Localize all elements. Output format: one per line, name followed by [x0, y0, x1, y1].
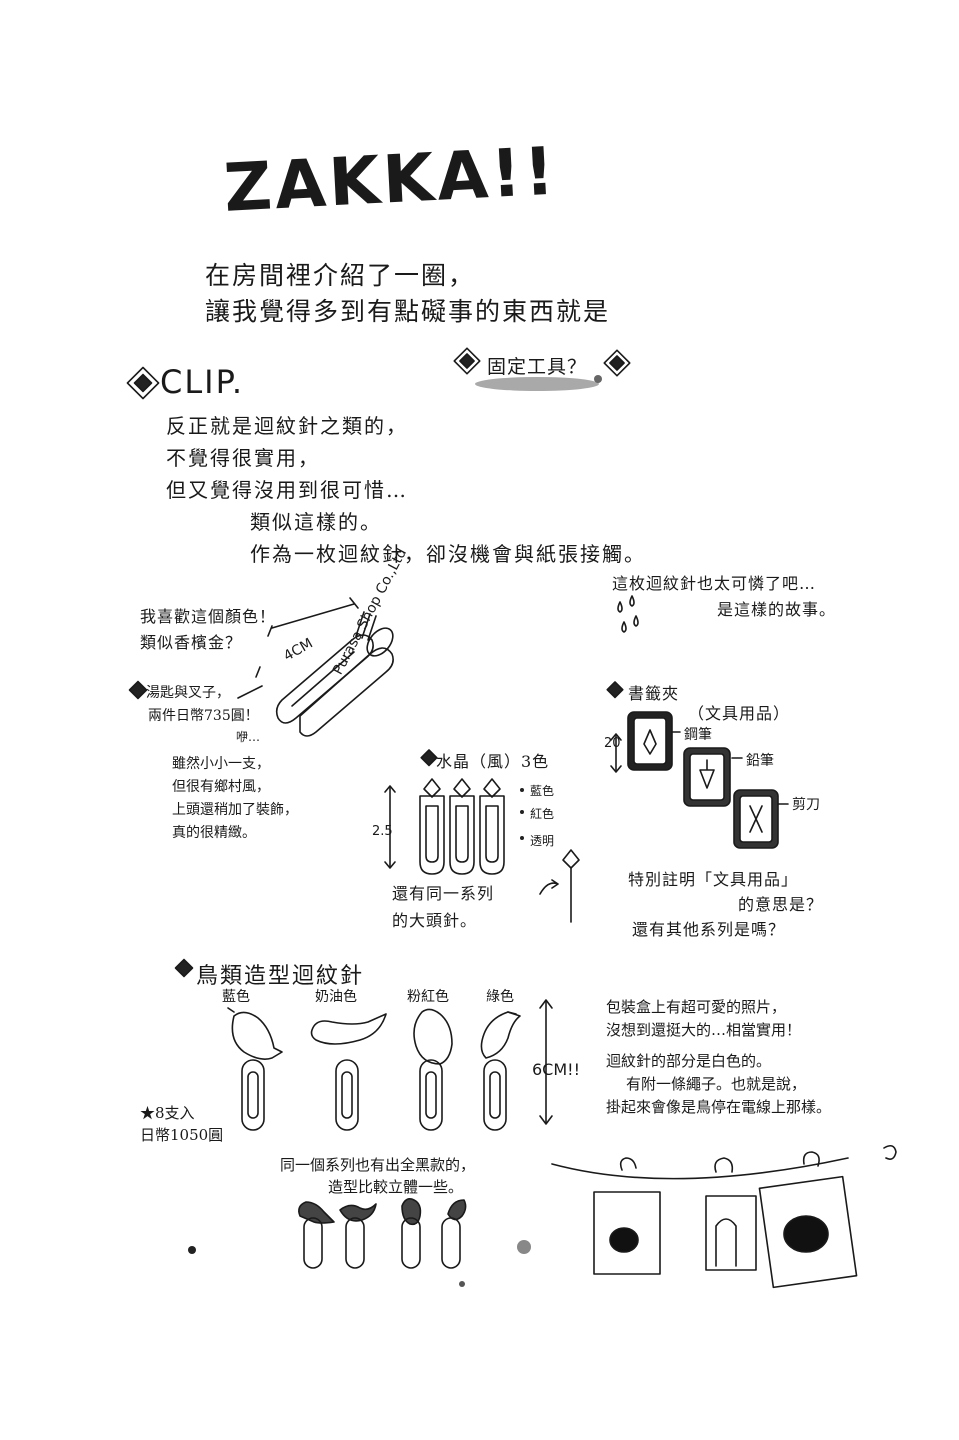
clip-paragraph: 反正就是迴紋針之類的， 不覺得很實用， 但又覺得沒用到很可惜… 類似這樣的。 作…	[166, 410, 646, 570]
bookmark-clip-drawing	[610, 711, 789, 849]
spoon-fork-desc-3: 上頭還稍加了裝飾，	[172, 802, 298, 818]
bird-color-pink: 粉紅色	[407, 989, 449, 1005]
crystal-color-blue: 藍色	[530, 784, 555, 798]
diamond-icon	[174, 958, 194, 978]
clip-line-3: 但又覺得沒用到很可惜…	[166, 478, 408, 502]
bookmark-item-pencil: 鉛筆	[746, 753, 774, 769]
spoon-fork-desc: 雖然小小一支， 但很有鄉村風， 上頭還稍加了裝飾， 真的很精緻。	[172, 753, 298, 845]
bird-color-green: 綠色	[486, 989, 514, 1005]
diamond-icon	[603, 349, 631, 377]
spoon-fork-desc-1: 雖然小小一支，	[172, 756, 270, 772]
black-bird-clip-drawing	[303, 1217, 461, 1269]
birds-count: ★8支入	[140, 1104, 195, 1122]
diamond-icon	[128, 680, 148, 700]
clip-line-1: 反正就是迴紋針之類的，	[166, 414, 408, 438]
clip-heading: CLIP.	[160, 363, 245, 401]
crystal-note: 還有同一系列 的大頭針。	[392, 880, 494, 934]
clip-line-5: 作為一枚迴紋針，卻沒機會與紙張接觸。	[250, 542, 646, 566]
birds-price: 日幣1050圓	[140, 1126, 224, 1144]
smudge-shape	[475, 377, 599, 391]
birds-title: 鳥類造型迴紋針	[196, 964, 365, 989]
pity-note-1: 這枚迴紋針也太可憐了吧…	[612, 574, 817, 593]
bookmark-item-scissors: 剪刀	[792, 797, 820, 813]
black-birds-note: 同一個系列也有出全黑款的， 造型比較立體一些。	[280, 1154, 475, 1198]
fixing-tools-label: 固定工具？	[487, 356, 588, 378]
black-bird-clip-drawing	[298, 1198, 467, 1226]
clip-line-4: 類似這樣的。	[250, 510, 382, 534]
intro-text: 在房間裡介紹了一圈， 讓我覺得多到有點礙事的東西就是	[205, 258, 610, 330]
birds-note-3: 迴紋針的部分是白色的。	[606, 1052, 772, 1070]
bird-color-cream: 奶油色	[315, 989, 357, 1005]
spoon-fork-label: 湯匙與叉子，	[146, 685, 230, 701]
arrow-icon	[237, 685, 263, 699]
birds-note-4: 有附一條繩子。也就是說，	[626, 1075, 807, 1093]
crystal-color-red: 紅色	[530, 807, 555, 821]
bookmark-subtitle: （文具用品）	[688, 704, 791, 723]
intro-line-1: 在房間裡介紹了一圈，	[205, 261, 476, 290]
crystal-color-clear: 透明	[530, 834, 555, 848]
bookmark-item-pen: 鋼筆	[684, 727, 712, 743]
diamond-icon	[453, 347, 481, 375]
bird-color-blue: 藍色	[222, 989, 250, 1005]
crystal-note-1: 還有同一系列	[392, 884, 495, 903]
intro-line-2: 讓我覺得多到有點礙事的東西就是	[205, 297, 611, 326]
spoon-fork-desc-4: 真的很精緻。	[172, 825, 256, 841]
crystal-size: 2.5	[372, 824, 393, 839]
diamond-icon	[126, 366, 160, 400]
black-birds-note-2: 造型比較立體一些。	[328, 1178, 464, 1196]
crystal-note-2: 的大頭針。	[392, 911, 478, 930]
color-note-line-2: 類似香檳金？	[140, 633, 243, 652]
bookmark-note-1: 特別註明「文具用品」	[628, 870, 799, 889]
color-note: 我喜歡這個顏色！ 類似香檳金？	[140, 604, 276, 656]
birds-note-5: 掛起來會像是鳥停在電線上那樣。	[606, 1098, 832, 1116]
pity-note-2: 是這樣的故事。	[717, 600, 837, 619]
spoon-fork-sigh: 咿…	[236, 730, 261, 744]
sweat-drops-icon	[617, 595, 639, 633]
birds-size: 6CM!!	[532, 1060, 580, 1079]
crystal-clip-drawing	[384, 778, 580, 923]
black-birds-note-1: 同一個系列也有出全黑款的，	[280, 1156, 476, 1174]
bird-clip-drawing	[227, 999, 553, 1131]
bookmark-note-2: 的意思是？	[738, 895, 824, 914]
bookmark-note-3: 還有其他系列是嗎？	[632, 920, 786, 939]
clip-line-2: 不覺得很實用，	[166, 446, 320, 470]
spoon-fork-clip-drawing	[255, 597, 394, 737]
diamond-icon	[420, 749, 438, 767]
crystal-title: 水晶（風）3色	[436, 752, 550, 771]
spoon-fork-price: 兩件日幣735圓！	[148, 708, 259, 724]
birds-note: 包裝盒上有超可愛的照片， 沒想到還挺大的…相當實用！ 迴紋針的部分是白色的。 有…	[606, 996, 831, 1119]
wire-drawing	[551, 1144, 897, 1289]
bookmark-title: 書籤夾	[628, 684, 680, 703]
birds-note-1: 包裝盒上有超可愛的照片，	[606, 998, 787, 1016]
diamond-icon	[606, 681, 624, 699]
color-note-line-1: 我喜歡這個顏色！	[140, 607, 277, 626]
birds-note-2: 沒想到還挺大的…相當實用！	[606, 1021, 802, 1039]
spoon-fork-desc-2: 但很有鄉村風，	[172, 779, 270, 795]
